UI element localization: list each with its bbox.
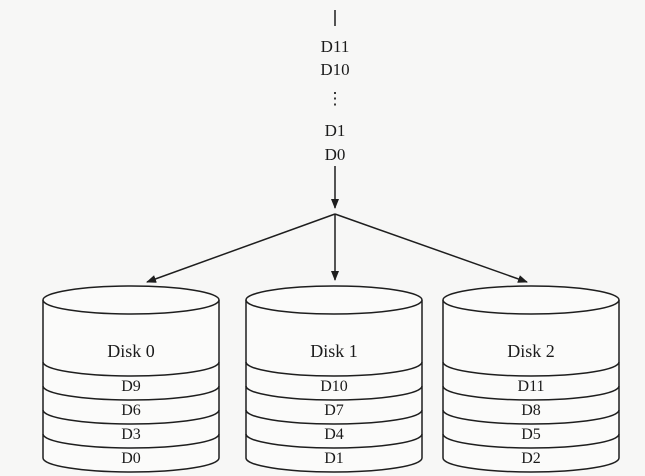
stripe-block: D10 — [320, 378, 348, 395]
stripe-block: D0 — [121, 450, 141, 467]
disk-2-label: Disk 2 — [507, 341, 555, 361]
input-stream: D11 D10 ⋮ D1 D0 — [320, 10, 350, 209]
disk-0-top — [42, 285, 220, 315]
disk-1: Disk 1 D10 D7 D4 D1 — [245, 285, 423, 473]
disk-1-top — [245, 285, 423, 315]
disk-0: Disk 0 D9 D6 D3 D0 — [42, 285, 220, 473]
disk-2: Disk 2 D11 D8 D5 D2 — [442, 285, 620, 473]
disk-2-top — [442, 285, 620, 315]
arrow-to-disk-0 — [146, 213, 336, 283]
disk-1-body — [245, 300, 423, 473]
stream-item-d0: D0 — [325, 145, 346, 164]
stripe-block: D9 — [121, 378, 141, 395]
distribution-arrows — [146, 213, 528, 283]
disk-0-body — [42, 300, 220, 473]
disk-2-body — [442, 300, 620, 473]
arrow-to-disk-2 — [334, 213, 528, 283]
stripe-block: D7 — [324, 402, 344, 419]
stream-item-d11: D11 — [321, 37, 350, 56]
stripe-block: D8 — [521, 402, 541, 419]
stream-ellipsis: ⋮ — [327, 89, 344, 108]
stripe-block: D3 — [121, 426, 141, 443]
disk-1-label: Disk 1 — [310, 341, 358, 361]
stripe-block: D4 — [324, 426, 344, 443]
stripe-block: D11 — [518, 378, 545, 395]
stream-item-d1: D1 — [325, 121, 346, 140]
stripe-block: D2 — [521, 450, 541, 467]
stream-item-d10: D10 — [320, 60, 349, 79]
stripe-block: D6 — [121, 402, 141, 419]
disk-0-label: Disk 0 — [107, 341, 155, 361]
stripe-block: D1 — [324, 450, 344, 467]
stripe-block: D5 — [521, 426, 541, 443]
